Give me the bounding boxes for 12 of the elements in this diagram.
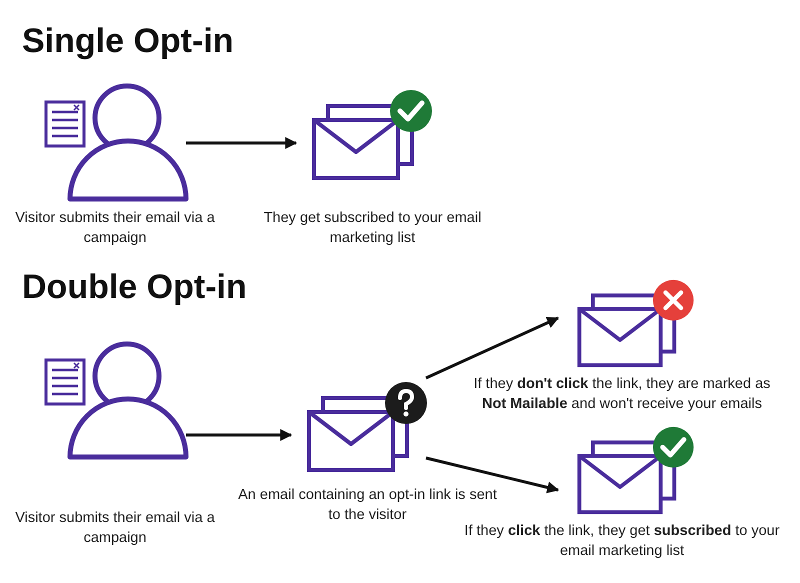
caption-text: If they don't click the link, they are marked as Not Mailable and won't receive your emails bbox=[472, 375, 772, 414]
caption-text: If they click the link, they get subscribed to your email marketing list bbox=[463, 522, 781, 561]
caption-text: Visitor submits their email via a campaign bbox=[14, 209, 216, 248]
caption-text: Visitor submits their email via a campaign bbox=[14, 509, 216, 548]
section-heading: Single Opt-in bbox=[22, 22, 234, 61]
arrow bbox=[425, 316, 560, 380]
arrow bbox=[186, 429, 292, 441]
section-heading: Double Opt-in bbox=[22, 268, 247, 307]
arrow bbox=[186, 137, 298, 149]
caption-text: An email containing an opt-in link is sent to the visitor bbox=[237, 486, 498, 524]
arrow bbox=[426, 456, 560, 494]
caption-text: They get subscribed to your email marketing list bbox=[262, 209, 482, 248]
